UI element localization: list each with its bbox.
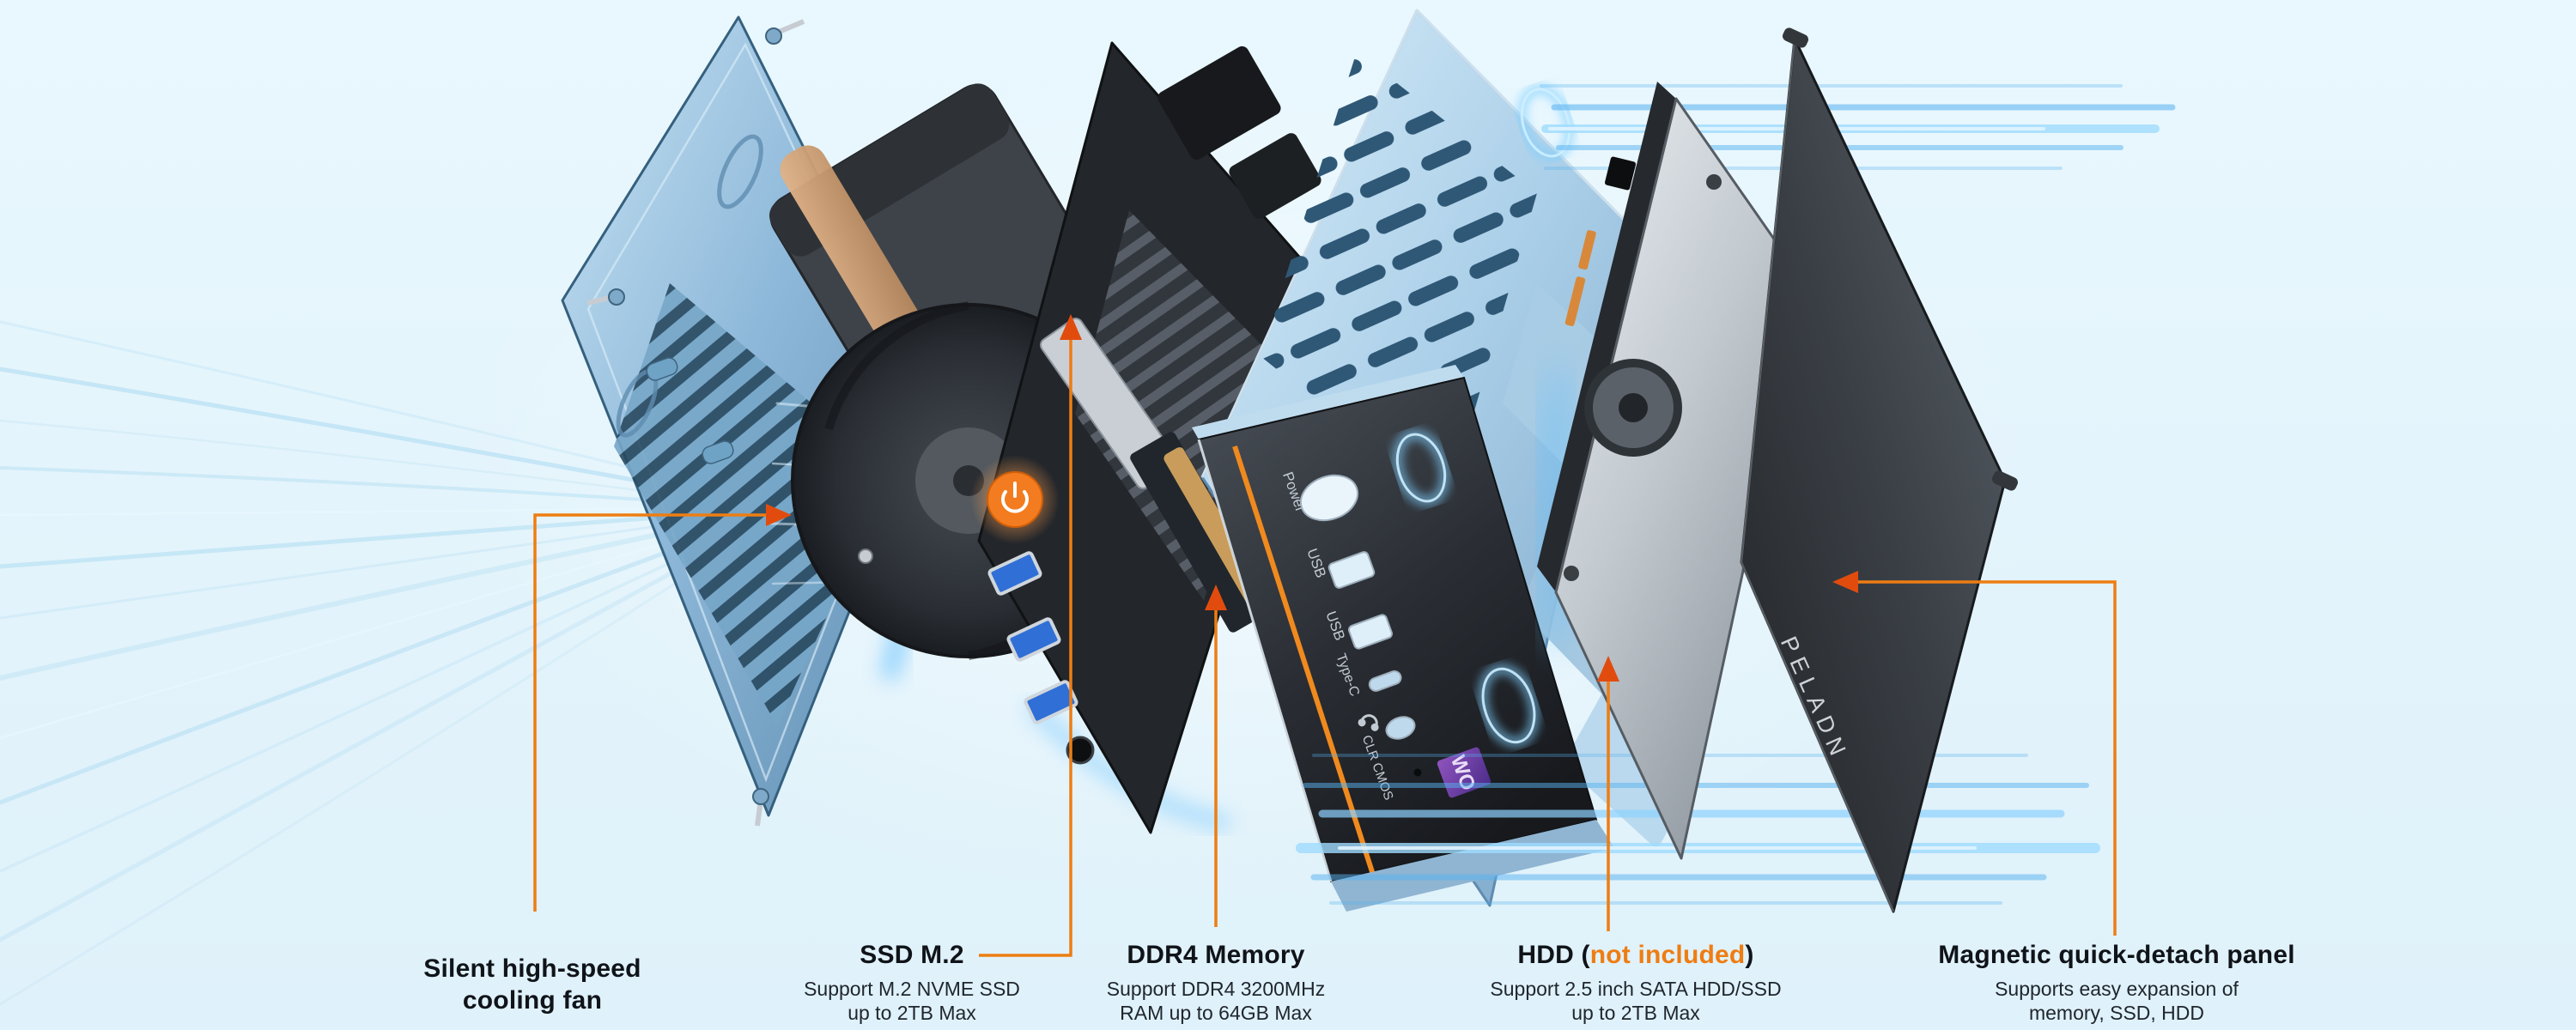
front-panel-accent-stripe [1232, 445, 1376, 878]
ssd-title: SSD M.2 [860, 941, 964, 969]
screw-hole-glow-rings [1393, 85, 1574, 747]
panel-leader-line [1853, 580, 2117, 936]
callout-panel: Magnetic quick-detach panel Supports eas… [1938, 939, 2294, 1025]
front-panel: Power USB USB Type-C CLR CMOS WO [1192, 365, 1614, 912]
sata-connector [1564, 156, 1637, 326]
headphone-icon [1358, 714, 1379, 731]
fan-title: Silent high-speed cooling fan [423, 954, 641, 1015]
usb-board-ports [987, 551, 1095, 765]
clr-cmos-pinhole[interactable] [1413, 768, 1422, 777]
panel-screws [586, 19, 805, 827]
fan-screw [858, 548, 873, 564]
hdd-desc: Support 2.5 inch SATA HDD/SSD up to 2TB … [1490, 978, 1782, 1024]
fan-arrow-icon [766, 504, 792, 526]
power-button[interactable] [987, 471, 1043, 528]
panel-desc: Supports easy expansion of memory, SSD, … [1995, 978, 2239, 1024]
io-block [1157, 45, 1281, 161]
chassis: Power USB USB Type-C CLR CMOS WO [1192, 8, 1700, 912]
bottom-panel [561, 15, 933, 827]
fan-leader-line [533, 513, 771, 912]
hdd [1537, 82, 1807, 860]
ram-title: DDR4 Memory [1127, 941, 1305, 969]
bottom-panel-vent-grid [614, 283, 893, 725]
hdd-title-highlight: not included [1589, 941, 1746, 969]
callout-fan: Silent high-speed cooling fan [423, 953, 641, 1016]
hdd-screw [1564, 566, 1579, 581]
callout-leader-lines [533, 314, 2117, 957]
ram-arrow-icon [1205, 585, 1227, 610]
power-port[interactable] [1295, 468, 1364, 528]
ram-desc: Support DDR4 3200MHz RAM up to 64GB Max [1106, 978, 1326, 1024]
panel-corner-bumper [1991, 470, 2019, 491]
panel-corner-bumper [1782, 27, 1809, 48]
usb1-port[interactable] [1327, 551, 1376, 590]
hdd-arrow-icon [1597, 656, 1619, 682]
power-icon [1001, 482, 1029, 513]
ssd-arrow-icon [1060, 314, 1082, 340]
usb2-port[interactable] [1348, 614, 1394, 650]
hdd-screw [1706, 174, 1722, 190]
callout-ssd: SSD M.2 Support M.2 NVME SSD up to 2TB M… [804, 939, 1020, 1025]
callout-hdd: HDD (not included) Support 2.5 inch SATA… [1490, 939, 1781, 1025]
ssd-leader-line [979, 333, 1072, 957]
io-block-2 [1229, 133, 1321, 219]
callout-ram: DDR4 Memory Support DDR4 3200MHz RAM up … [1107, 939, 1325, 1025]
typec-port[interactable] [1368, 670, 1403, 693]
ssd-desc: Support M.2 NVME SSD up to 2TB Max [804, 978, 1020, 1024]
audio-jack-port[interactable] [1383, 713, 1418, 742]
panel-arrow-icon [1832, 571, 1858, 593]
panel-title: Magnetic quick-detach panel [1938, 941, 2295, 969]
hdd-title: HDD (not included) [1517, 941, 1754, 969]
airflow-streaks-left [0, 320, 759, 1006]
